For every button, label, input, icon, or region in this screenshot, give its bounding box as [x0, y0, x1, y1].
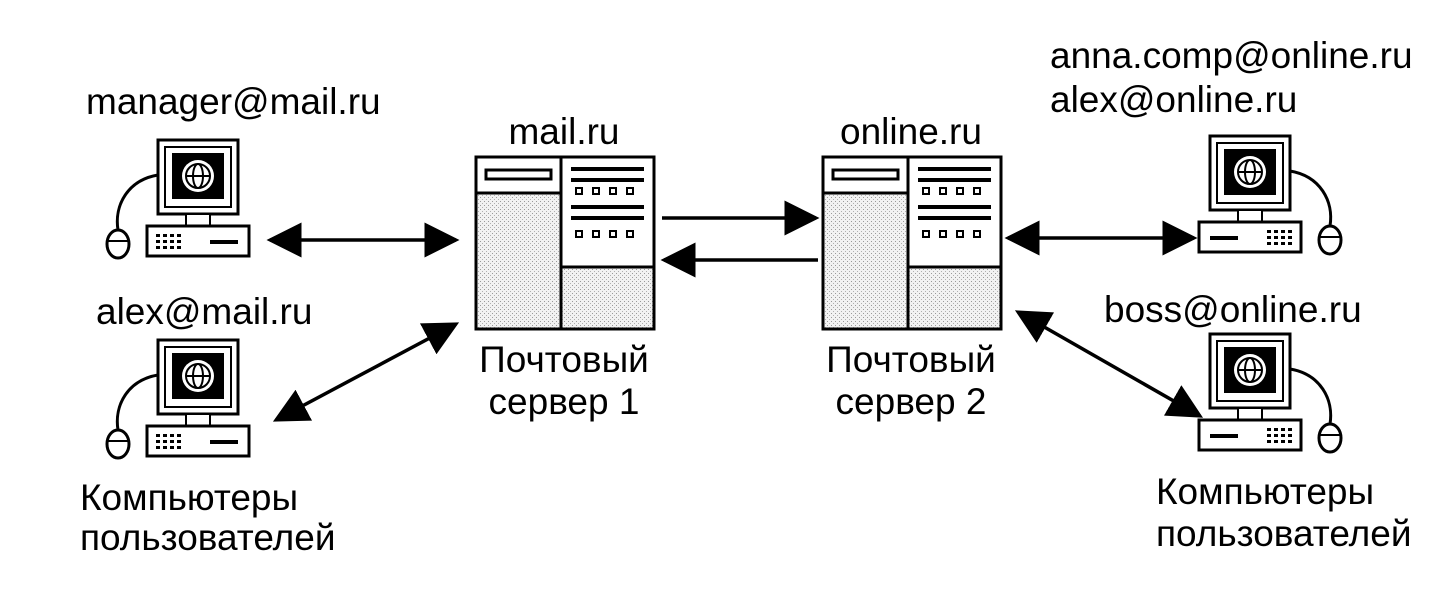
arrow-alex-server1 [272, 322, 460, 422]
address-boss-online: boss@online.ru [1104, 289, 1362, 330]
server-icon [474, 155, 656, 331]
group-label-left-line2: пользователей [80, 517, 336, 558]
server-1-icon [474, 155, 656, 331]
computer-manager-mail [105, 138, 251, 260]
computer-icon [1197, 332, 1343, 454]
server-2-caption-line2: сервер 2 [835, 381, 987, 422]
group-label-right-line2: пользователей [1156, 513, 1412, 554]
address-alex-mail: alex@mail.ru [96, 291, 313, 332]
group-label-right-line1: Компьютеры [1156, 471, 1375, 512]
server-2-domain: online.ru [840, 111, 982, 152]
server-icon [821, 155, 1003, 331]
computer-alex-mail [105, 338, 251, 460]
computer-icon [1197, 134, 1343, 256]
address-anna-online: anna.comp@online.ru [1050, 35, 1413, 76]
server-1-caption-line2: сервер 1 [488, 381, 640, 422]
computer-anna-alex-online [1197, 134, 1343, 256]
address-manager-mail: manager@mail.ru [86, 81, 381, 122]
address-alex-online: alex@online.ru [1050, 79, 1298, 120]
computer-boss-online [1197, 332, 1343, 454]
computer-icon [105, 338, 251, 460]
server-1-domain: mail.ru [508, 111, 620, 152]
server-1-caption-line1: Почтовый [479, 339, 649, 380]
group-label-left-line1: Компьютеры [80, 477, 299, 518]
computer-icon [105, 138, 251, 260]
server-2-icon [821, 155, 1003, 331]
server-2-caption-line1: Почтовый [826, 339, 996, 380]
arrow-server2-boss [1014, 310, 1204, 418]
